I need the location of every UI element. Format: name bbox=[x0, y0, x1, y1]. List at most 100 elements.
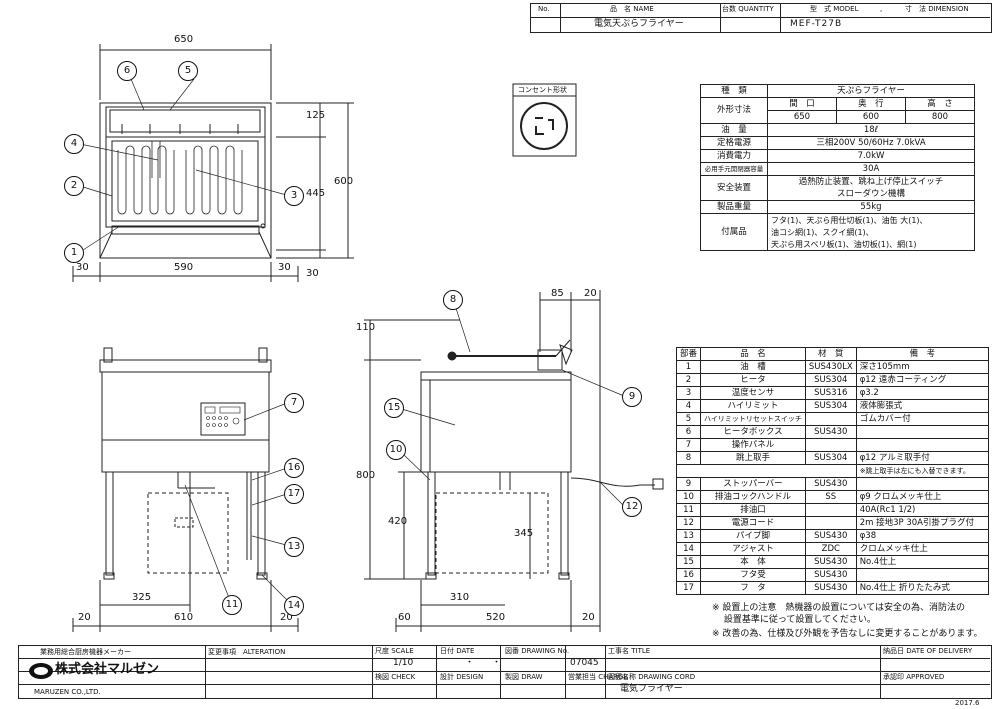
parts-cell: φ12 アルミ取手付 bbox=[855, 451, 990, 465]
dim-front-left: 20 bbox=[78, 612, 91, 623]
comma: , bbox=[880, 5, 883, 13]
parts-cell: 11 bbox=[675, 503, 702, 517]
parts-cell: SUS430 bbox=[804, 425, 857, 439]
spec-value: 過熱防止装置、跳ね上げ停止スイッチ bbox=[767, 175, 975, 188]
company-name: 株式会社マルゼン bbox=[55, 662, 160, 677]
drawing-name-label: 図面名称 DRAWING CORD bbox=[608, 673, 696, 681]
parts-cell: 2 bbox=[675, 373, 702, 387]
callout-2: 2 bbox=[64, 176, 84, 196]
parts-cell: パイプ脚 bbox=[700, 529, 806, 543]
parts-cell bbox=[804, 516, 857, 530]
parts-cell bbox=[855, 438, 990, 452]
spec-value: 55kg bbox=[767, 200, 975, 214]
parts-cell: No.4仕上 折りたたみ式 bbox=[855, 581, 990, 595]
parts-cell: 温度センサ bbox=[700, 386, 806, 400]
parts-cell: No.4仕上 bbox=[855, 555, 990, 569]
parts-cell: φ3.2 bbox=[855, 386, 990, 400]
dim-side-420: 420 bbox=[388, 516, 408, 527]
spec-value: 三相200V 50/60Hz 7.0kVA bbox=[767, 136, 975, 150]
dim-front-drain: 325 bbox=[132, 592, 152, 603]
parts-cell: 4 bbox=[675, 399, 702, 413]
spec-label: 安全装置 bbox=[700, 175, 768, 201]
spec-sub-label: 奥 行 bbox=[835, 97, 906, 111]
parts-cell: 40A(Rc1 1/2) bbox=[855, 503, 990, 517]
parts-cell: 深さ105mm bbox=[855, 360, 990, 374]
bottom-title-block bbox=[18, 645, 992, 699]
drawing-no-label: 図番 DRAWING No. bbox=[505, 647, 570, 655]
parts-cell: アジャスト bbox=[700, 542, 806, 556]
parts-header: 部番 bbox=[675, 347, 702, 361]
parts-cell: 9 bbox=[675, 477, 702, 491]
callout-13: 13 bbox=[284, 537, 304, 557]
callout-7: 7 bbox=[284, 393, 304, 413]
spec-label: 付属品 bbox=[700, 213, 768, 251]
dim-top-h3: 30 bbox=[306, 268, 319, 279]
callout-8: 8 bbox=[443, 290, 463, 310]
parts-cell: 14 bbox=[675, 542, 702, 556]
note-line: ※ 改善の為、仕様及び外観を予告なしに変更することがあります。 bbox=[712, 629, 983, 639]
dim-side-110: 110 bbox=[356, 322, 376, 333]
parts-cell: ストッパーバー bbox=[700, 477, 806, 491]
callout-1: 1 bbox=[64, 243, 84, 263]
parts-cell bbox=[804, 438, 857, 452]
charge-label: 営業担当 CHARGE bbox=[568, 673, 628, 681]
spec-value: 18ℓ bbox=[767, 123, 975, 137]
parts-cell: SUS430LX bbox=[804, 360, 857, 374]
parts-cell: 10 bbox=[675, 490, 702, 504]
alteration-label: 変更事項 ALTERATION bbox=[208, 648, 286, 656]
parts-cell: 15 bbox=[675, 555, 702, 569]
parts-cell bbox=[804, 412, 857, 426]
parts-cell: φ38 bbox=[855, 529, 990, 543]
name-label: 品 名 NAME bbox=[610, 5, 654, 13]
callout-17: 17 bbox=[284, 484, 304, 504]
parts-cell: SUS430 bbox=[804, 477, 857, 491]
spec-table: 種 類 天ぷらフライヤー 外形寸法 間 口 奥 行 高 さ 650 600 80… bbox=[700, 84, 976, 251]
design-label: 設計 DESIGN bbox=[440, 673, 484, 681]
spec-accessory-line: 油コシ網(1)、スクイ網(1)、 bbox=[767, 226, 975, 238]
parts-cell: ゴムカバー付 bbox=[855, 412, 990, 426]
parts-cell: SUS304 bbox=[804, 451, 857, 465]
top-view bbox=[72, 44, 354, 282]
parts-cell: ヒータ bbox=[700, 373, 806, 387]
parts-cell: ZDC bbox=[804, 542, 857, 556]
parts-row: ※跳上取手は左にも入替できます。 bbox=[676, 464, 990, 478]
parts-cell bbox=[855, 425, 990, 439]
note-line: 設置基準に従って設置してください。 bbox=[712, 615, 876, 625]
parts-cell: 跳上取手 bbox=[700, 451, 806, 465]
parts-cell: SUS304 bbox=[804, 373, 857, 387]
parts-cell: SUS430 bbox=[804, 555, 857, 569]
spec-sub-label: 間 口 bbox=[767, 97, 837, 111]
dim-top-left: 30 bbox=[76, 262, 89, 273]
parts-cell: SUS430 bbox=[804, 529, 857, 543]
parts-cell: SUS430 bbox=[804, 568, 857, 582]
quantity-label: 台数 QUANTITY bbox=[722, 5, 774, 13]
parts-cell: 排油コックハンドル bbox=[700, 490, 806, 504]
dim-top-right: 30 bbox=[278, 262, 291, 273]
callout-6: 6 bbox=[117, 61, 137, 81]
parts-cell: クロムメッキ仕上 bbox=[855, 542, 990, 556]
parts-cell: 油 槽 bbox=[700, 360, 806, 374]
product-name: 電気天ぷらフライヤー bbox=[594, 19, 684, 29]
spec-dim-value: 600 bbox=[835, 110, 906, 124]
spec-label: 外形寸法 bbox=[700, 97, 768, 124]
side-view bbox=[364, 290, 664, 632]
dim-front-right: 20 bbox=[280, 612, 293, 623]
spec-value: 30A bbox=[767, 162, 975, 176]
spec-label: 油 量 bbox=[700, 123, 768, 137]
parts-cell: 排油口 bbox=[700, 503, 806, 517]
parts-cell: 操作パネル bbox=[700, 438, 806, 452]
dim-top-width: 650 bbox=[174, 34, 194, 45]
parts-cell: 13 bbox=[675, 529, 702, 543]
dim-top-h2: 445 bbox=[306, 188, 326, 199]
parts-cell: ※跳上取手は左にも入替できます。 bbox=[855, 464, 990, 478]
